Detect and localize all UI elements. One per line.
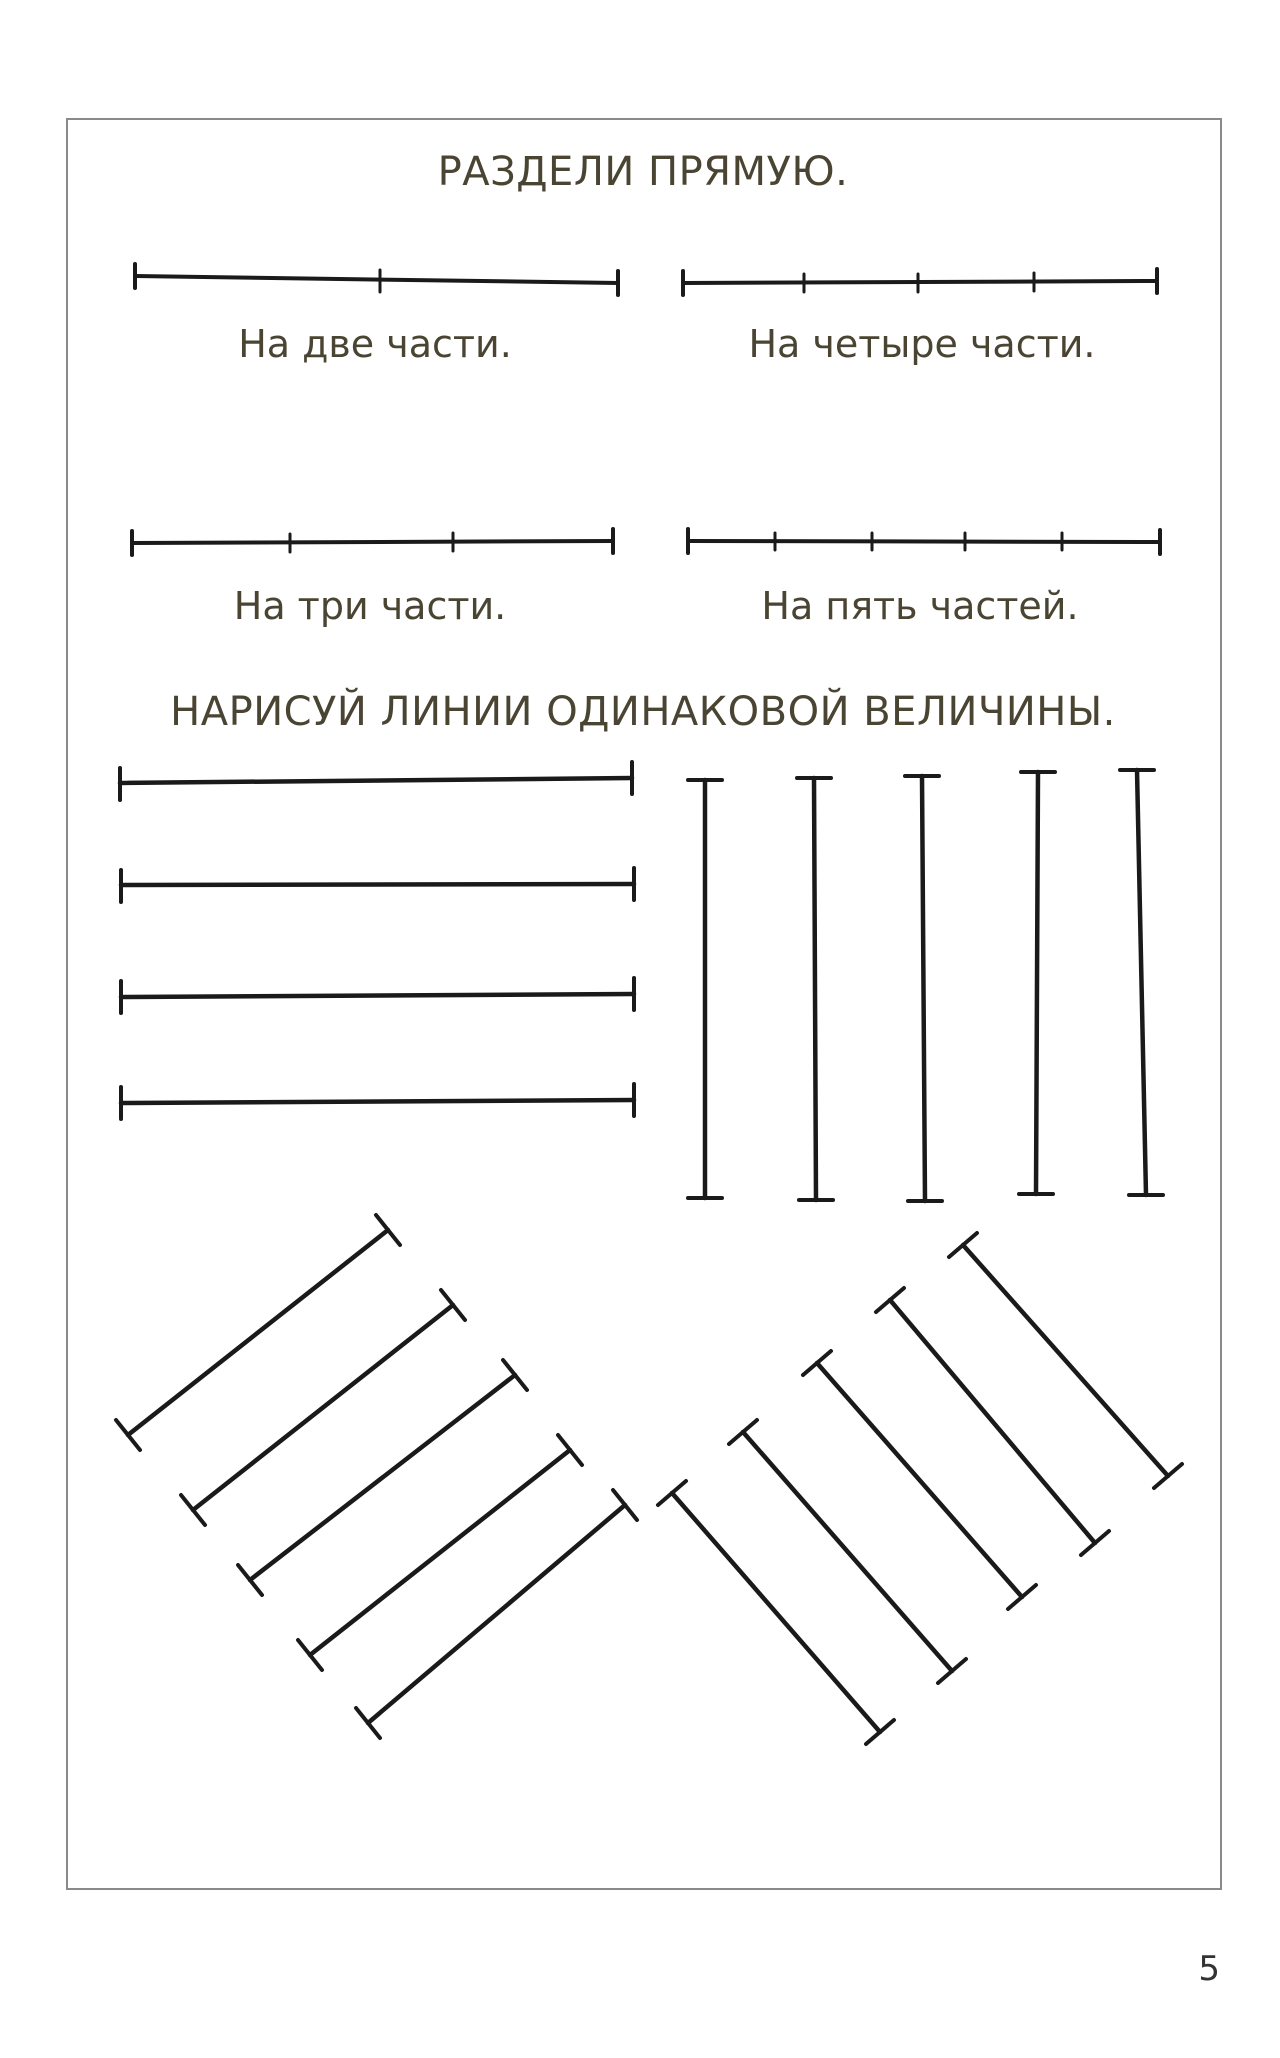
line-body [919,773,928,1204]
segment-four-parts [681,267,1159,297]
vertical-lines-group [686,767,1165,1204]
line-body [118,1097,637,1106]
line-cap [864,1718,896,1746]
segment-line [130,539,615,545]
horizontal-line [118,976,637,1015]
diagonal-rising-lines-group [114,1213,639,1740]
diagonal-line [179,1288,467,1527]
segment-line [133,274,620,285]
task1-title: РАЗДЕЛИ ПРЯМУЮ. [437,149,849,195]
caption-four-parts: На четыре части. [748,322,1096,366]
line-body [960,1242,1171,1479]
line-cap [556,1433,584,1467]
vertical-line [903,773,944,1204]
line-cap [801,1349,833,1377]
horizontal-lines-group [117,760,637,1121]
diagonal-line [947,1231,1184,1490]
line-body [814,1360,1025,1600]
line-cap [179,1493,207,1527]
line-body [887,1297,1098,1546]
horizontal-line [118,1082,637,1121]
line-cap [1079,1529,1111,1557]
page-frame [66,118,1222,1890]
line-cap [114,1418,142,1452]
line-cap [874,1286,906,1314]
caption-two-parts: На две части. [238,322,512,366]
task2-title: НАРИСУЙ ЛИНИИ ОДИНАКОВОЙ ВЕЛИЧИНЫ. [170,689,1116,735]
line-body [811,775,819,1203]
line-cap [727,1418,759,1446]
line-cap [236,1563,264,1597]
line-body [118,991,637,1000]
vertical-line [1118,767,1165,1198]
page-number: 5 [1198,1949,1220,1989]
diagonal-line [874,1286,1111,1557]
line-cap [656,1479,688,1507]
horizontal-line [117,760,635,802]
diagonal-line [236,1358,529,1597]
line-cap [439,1288,467,1322]
line-body [740,1429,955,1674]
line-body [118,881,637,888]
line-body [307,1447,573,1658]
line-body [1134,767,1149,1198]
diagonal-line [727,1418,968,1685]
diagonal-line [656,1479,896,1746]
line-body [669,1490,883,1735]
line-cap [296,1638,324,1672]
diagonal-line [801,1349,1038,1611]
segment-three-parts [130,527,615,557]
caption-three-parts: На три части. [233,584,507,628]
diagonal-line [296,1433,584,1672]
line-body [190,1302,456,1513]
line-cap [611,1488,639,1522]
diagonal-line [114,1213,402,1452]
line-body [1033,769,1041,1197]
segment-two-parts [133,262,620,297]
caption-five-parts: На пять частей. [761,584,1079,628]
segment-five-parts [686,527,1162,556]
diagonal-falling-lines-group [656,1231,1184,1746]
line-body [125,1227,391,1438]
segment-line [686,539,1162,544]
vertical-line [686,777,724,1201]
vertical-line [1017,769,1057,1197]
line-cap [1152,1462,1184,1490]
segment-line [681,279,1159,285]
line-body [365,1502,628,1726]
line-cap [947,1231,979,1259]
line-cap [936,1657,968,1685]
horizontal-line [118,866,637,904]
vertical-line [795,775,835,1203]
line-cap [1006,1583,1038,1611]
line-cap [354,1706,382,1740]
diagonal-line [354,1488,639,1740]
line-body [247,1372,518,1583]
line-body [117,775,635,786]
line-cap [501,1358,529,1392]
line-cap [374,1213,402,1247]
